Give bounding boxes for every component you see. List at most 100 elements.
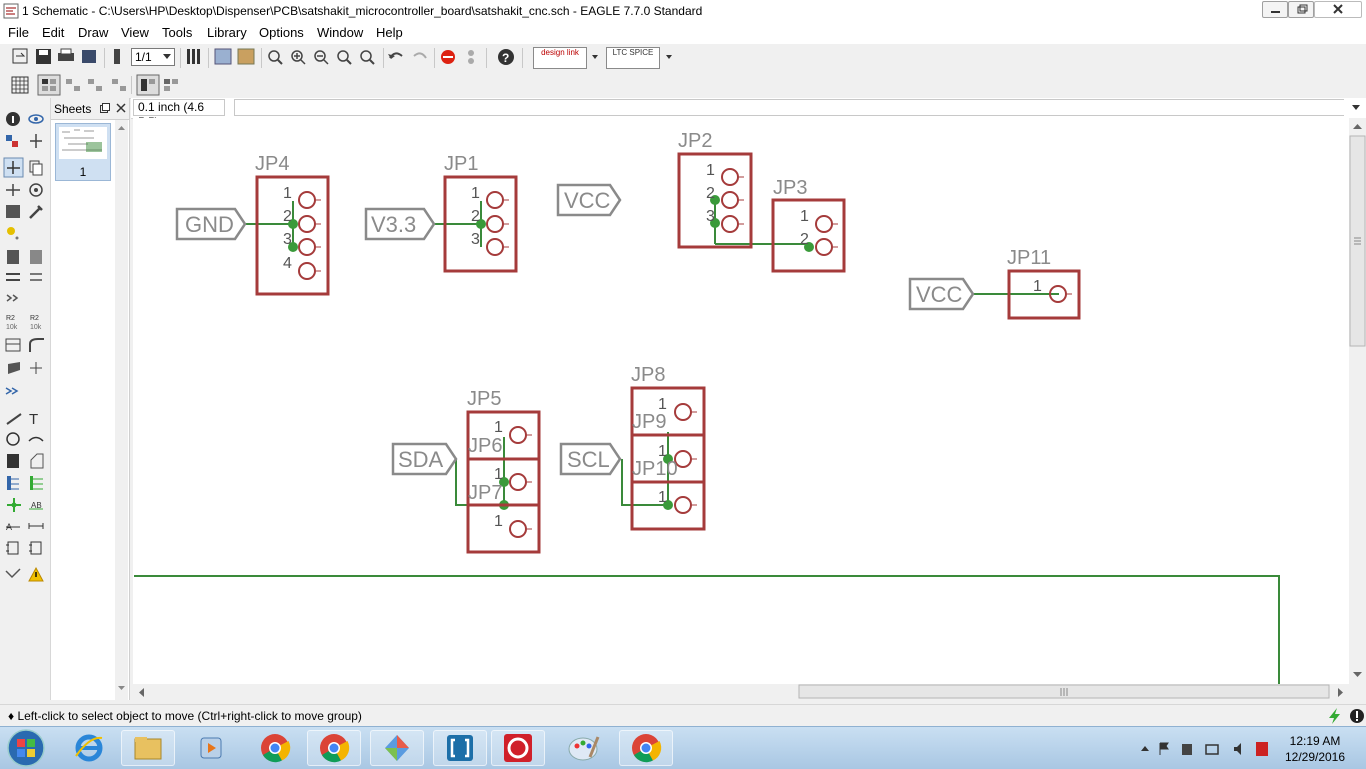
help-icon[interactable]: ? [498,49,514,65]
ltspice-button[interactable]: LTC SPICE [606,47,660,69]
invoke-icon[interactable] [30,362,42,374]
sheet-select[interactable]: 1/1 [131,48,175,66]
mirror-icon[interactable] [6,184,20,196]
group-icon[interactable] [6,205,20,218]
taskbar-eagle[interactable] [491,730,545,766]
arc-icon[interactable] [28,436,44,442]
taskbar-chrome-3[interactable] [619,730,673,766]
menu-window[interactable]: Window [317,25,364,40]
start-button-icon[interactable] [4,728,48,768]
sheet-thumbnail[interactable]: 1 [55,123,111,181]
stop-command-icon[interactable] [1348,707,1366,725]
gnd-flag[interactable] [175,207,247,241]
jp2-body[interactable] [677,152,753,249]
taskbar-explorer[interactable] [121,730,175,766]
mark-icon[interactable] [30,134,42,148]
frame-2-icon[interactable] [29,541,42,555]
replace-icon[interactable] [30,273,42,281]
save-icon[interactable] [36,49,51,64]
vertical-scrollbar[interactable] [1349,118,1366,684]
stop-icon[interactable] [441,50,455,64]
menu-edit[interactable]: Edit [42,25,65,40]
undock-icon[interactable] [100,103,110,113]
taskbar-chrome-2[interactable] [307,730,361,766]
move-icon[interactable] [3,157,24,178]
scroll-right-icon[interactable] [1338,688,1343,697]
scroll-up-icon[interactable] [1353,124,1362,129]
redo-icon[interactable] [413,52,427,59]
optimize-icon[interactable] [5,387,19,395]
layer-icon[interactable] [37,74,61,96]
change-icon[interactable] [29,205,43,219]
menu-file[interactable]: File [8,25,29,40]
jp11-body[interactable] [1007,269,1081,320]
arrange-icon[interactable] [237,48,255,65]
close-panel-icon[interactable] [116,103,126,113]
clock[interactable]: 12:19 AM 12/29/2016 [1280,733,1350,765]
restore-button[interactable] [1288,1,1314,18]
circle-icon[interactable] [6,432,20,446]
sda-flag[interactable] [391,442,458,476]
sheets-scrollbar[interactable] [115,120,128,700]
polygon-icon[interactable] [30,453,44,469]
info-icon[interactable] [6,112,20,126]
jp4-body[interactable] [255,175,330,296]
horizontal-scrollbar[interactable] [133,684,1349,700]
cam-icon[interactable] [82,50,96,63]
undo-icon[interactable] [388,52,403,59]
menu-library[interactable]: Library [207,25,247,40]
ulp-icon[interactable] [214,48,232,65]
warning-icon[interactable] [28,566,44,582]
scroll-left-icon[interactable] [139,688,144,697]
vcc-flag-1[interactable] [556,183,622,217]
design-link-chevron-icon[interactable] [592,55,598,59]
wire-bend-3-icon[interactable] [112,79,126,91]
wire-icon[interactable] [6,413,22,425]
board-icon[interactable] [187,49,200,64]
menu-tools[interactable]: Tools [162,25,193,40]
grid-icon[interactable] [11,76,29,94]
action-center-icon[interactable] [1159,742,1169,755]
taskbar-chrome-1[interactable] [258,731,292,768]
zoom-in-icon[interactable] [291,50,306,65]
zoom-select-icon[interactable] [360,50,375,65]
attribute-icon[interactable]: A [6,522,20,532]
rect-icon[interactable] [7,454,19,468]
schematic-canvas[interactable]: GND V3.3 VCC VCC SDA SCL [133,118,1349,684]
wire-bend-1-icon[interactable] [66,79,80,91]
design-link-button[interactable]: design link [533,47,587,69]
minimize-button[interactable] [1262,1,1288,18]
zoom-fit-icon[interactable] [268,50,283,65]
taskbar-media-player[interactable] [184,730,234,766]
open-icon[interactable] [12,48,28,64]
show-icon[interactable] [28,114,44,124]
jp5-jp7-body[interactable] [466,410,541,554]
print-icon[interactable] [58,48,74,61]
miter-icon[interactable] [29,338,44,352]
internet-explorer-icon[interactable] [72,732,106,764]
wire-bend-2-icon[interactable] [88,79,102,91]
taskbar-paint[interactable] [566,731,602,768]
smash-icon[interactable] [5,338,21,352]
frame-icon[interactable] [6,541,19,555]
acrobat-tray-icon[interactable] [1256,742,1268,756]
volume-icon[interactable] [1234,743,1241,755]
style-2-icon[interactable] [164,79,178,91]
gateswap-icon[interactable] [6,294,19,302]
dimension-icon[interactable] [28,523,44,529]
command-history-chevron-icon[interactable] [1351,104,1361,111]
erc-icon[interactable] [5,568,21,579]
vcc-flag-2[interactable] [908,277,975,311]
menu-draw[interactable]: Draw [78,25,109,40]
paste-icon[interactable] [7,227,19,240]
jp3-body[interactable] [771,198,846,273]
scl-flag[interactable] [559,442,622,476]
scroll-down-icon[interactable] [1353,672,1362,677]
jp1-body[interactable] [443,175,518,273]
label-icon[interactable]: AB [29,501,43,510]
ltspice-chevron-icon[interactable] [666,55,672,59]
pinswap-icon[interactable] [6,273,20,281]
text-icon[interactable]: T [29,411,38,428]
menu-help[interactable]: Help [376,25,403,40]
